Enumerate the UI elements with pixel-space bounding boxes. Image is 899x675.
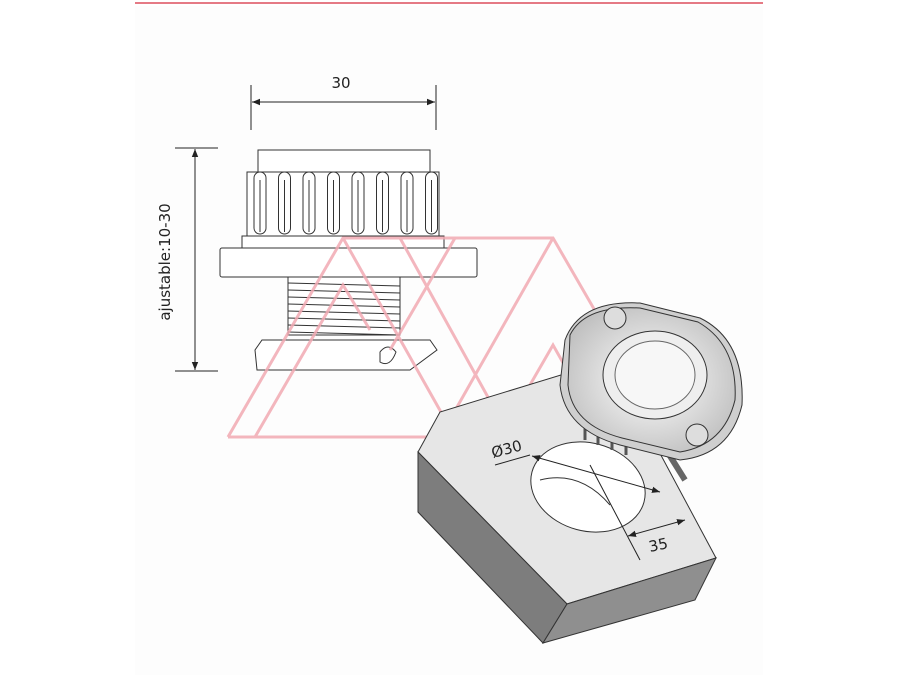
fitting-front-view: [219, 149, 478, 371]
edge-distance-label: 35: [647, 534, 669, 556]
screw-icon: [685, 423, 709, 447]
thread-line: [287, 317, 401, 322]
height-dimension: [175, 147, 218, 372]
thread-line: [287, 331, 401, 336]
fitting-3d-view: [559, 302, 743, 482]
width-dimension: [250, 85, 437, 130]
height-label: ajustable:10-30: [156, 203, 174, 320]
thread-line: [287, 324, 401, 329]
thread-line: [287, 296, 401, 301]
width-label: 30: [331, 74, 350, 92]
thread-line: [287, 310, 401, 315]
screw-icon: [603, 306, 627, 330]
thread-line: [287, 289, 401, 294]
